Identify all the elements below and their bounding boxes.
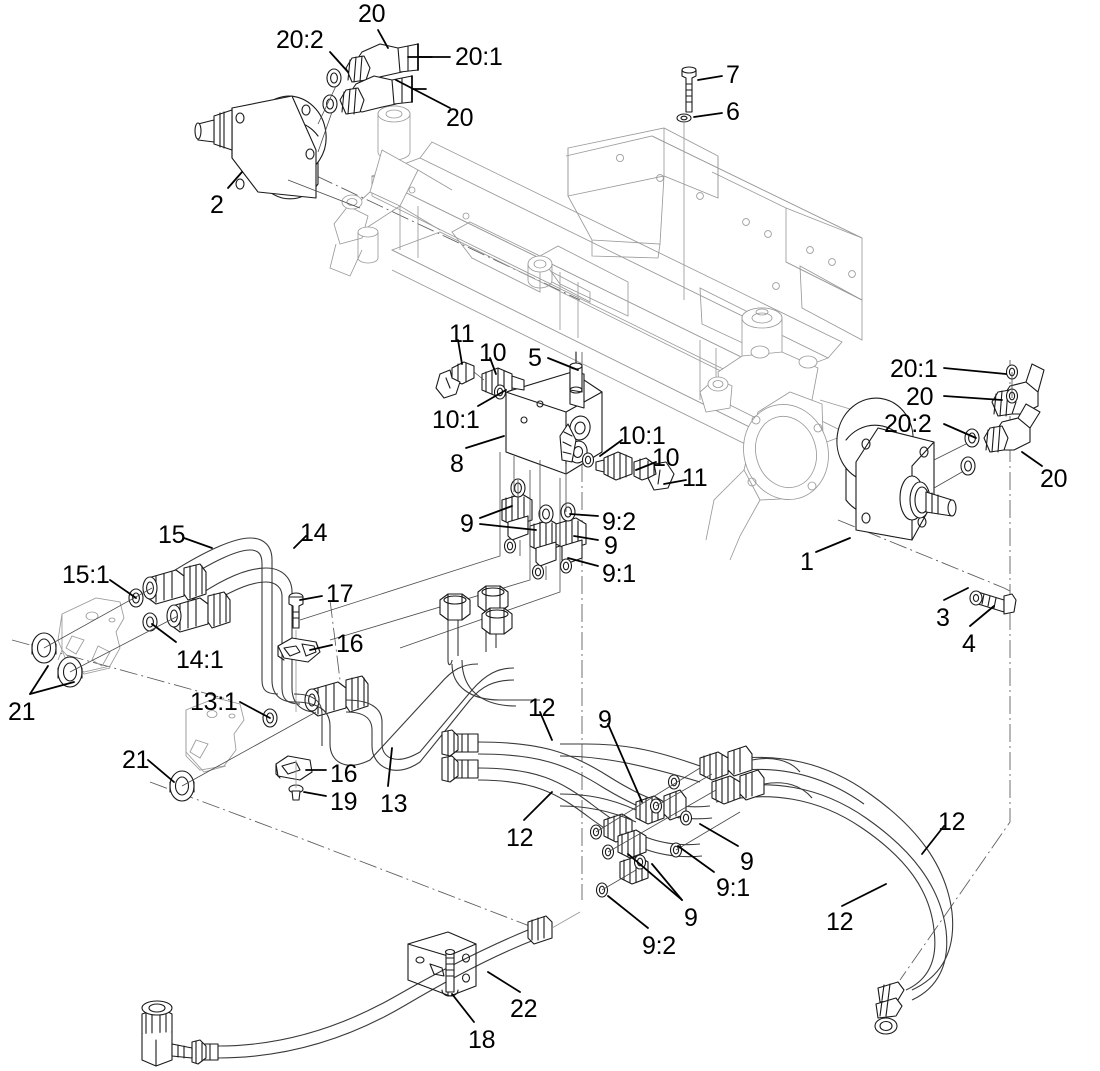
hose-13-end xyxy=(304,675,369,717)
callout-17: 17 xyxy=(326,580,354,608)
hose-12-ends xyxy=(874,981,905,1035)
callout-13: 13 xyxy=(380,790,408,818)
callout-9: 9 xyxy=(740,848,754,876)
tube-nut-a xyxy=(439,593,471,621)
callout-16: 16 xyxy=(330,760,358,788)
callout-11: 11 xyxy=(682,464,708,492)
hose-15-end xyxy=(142,563,207,605)
callout-12: 12 xyxy=(506,824,534,852)
hose-14-end xyxy=(166,591,231,633)
callout-20-2: 20:2 xyxy=(276,26,324,54)
callout-12: 12 xyxy=(938,808,966,836)
callout-9-1: 9:1 xyxy=(602,560,636,588)
callout-10-1: 10:1 xyxy=(432,406,480,434)
bolt-4-washer-3 xyxy=(969,590,1017,615)
callout-9: 9 xyxy=(460,510,474,538)
callout-9: 9 xyxy=(604,532,618,560)
callout-18: 18 xyxy=(468,1026,496,1054)
hoses-12-assembly xyxy=(441,729,954,1035)
callout-20: 20 xyxy=(446,104,474,132)
callout-7: 7 xyxy=(726,61,740,89)
hose-22-assembly xyxy=(141,911,581,1067)
callout-3: 3 xyxy=(936,604,950,632)
callout-4: 4 xyxy=(962,630,976,658)
callout-2: 2 xyxy=(210,191,224,219)
callout-12: 12 xyxy=(528,694,556,722)
motor-1-assembly xyxy=(836,363,1045,541)
callout-14-1: 14:1 xyxy=(176,646,224,674)
bracket-18 xyxy=(407,931,477,997)
callout-11: 11 xyxy=(449,320,475,348)
left-spindle xyxy=(329,105,453,277)
mid-joint xyxy=(527,255,591,303)
callout-15-1: 15:1 xyxy=(62,561,110,589)
callout-9-2: 9:2 xyxy=(642,932,676,960)
callout-21: 21 xyxy=(8,698,36,726)
callout-21: 21 xyxy=(122,746,150,774)
callout-22: 22 xyxy=(510,995,538,1023)
bolt-7-washer-6 xyxy=(676,66,697,300)
callout-10: 10 xyxy=(652,444,680,472)
callout-9-2: 9:2 xyxy=(602,508,636,536)
callout-6: 6 xyxy=(726,98,740,126)
callout-19: 19 xyxy=(330,788,358,816)
callout-16: 16 xyxy=(336,630,364,658)
callout-20: 20 xyxy=(906,383,934,411)
bracket-lower xyxy=(185,697,245,773)
tube-nut-c xyxy=(481,607,513,635)
callout-12: 12 xyxy=(826,908,854,936)
callout-20-2: 20:2 xyxy=(884,410,932,438)
right-spindle xyxy=(699,307,829,561)
clamp-16-upper xyxy=(277,637,321,663)
callout-20: 20 xyxy=(358,0,386,28)
callout-1: 1 xyxy=(800,548,814,576)
callout-10-1: 10:1 xyxy=(618,422,666,450)
hose-22-elbow xyxy=(141,1000,193,1067)
motor-2-assembly xyxy=(194,43,433,209)
callout-10: 10 xyxy=(479,339,507,367)
callout-9: 9 xyxy=(684,904,698,932)
callout-20-1: 20:1 xyxy=(890,355,938,383)
callout-13-1: 13:1 xyxy=(190,688,238,716)
callout-5: 5 xyxy=(528,344,542,372)
callout-20: 20 xyxy=(1040,465,1068,493)
callout-9-1: 9:1 xyxy=(716,874,750,902)
center-tubes xyxy=(293,585,540,766)
chassis-frame xyxy=(329,105,881,561)
motor-2-fittings xyxy=(322,43,433,115)
callout-8: 8 xyxy=(450,450,464,478)
clamp-16-lower xyxy=(275,755,313,781)
callout-15: 15 xyxy=(158,521,186,549)
callout-20-1: 20:1 xyxy=(455,43,503,71)
callout-9: 9 xyxy=(598,706,612,734)
motor-1-fittings xyxy=(960,363,1045,476)
fittings-9-group xyxy=(501,478,587,580)
callout-14: 14 xyxy=(300,519,328,547)
